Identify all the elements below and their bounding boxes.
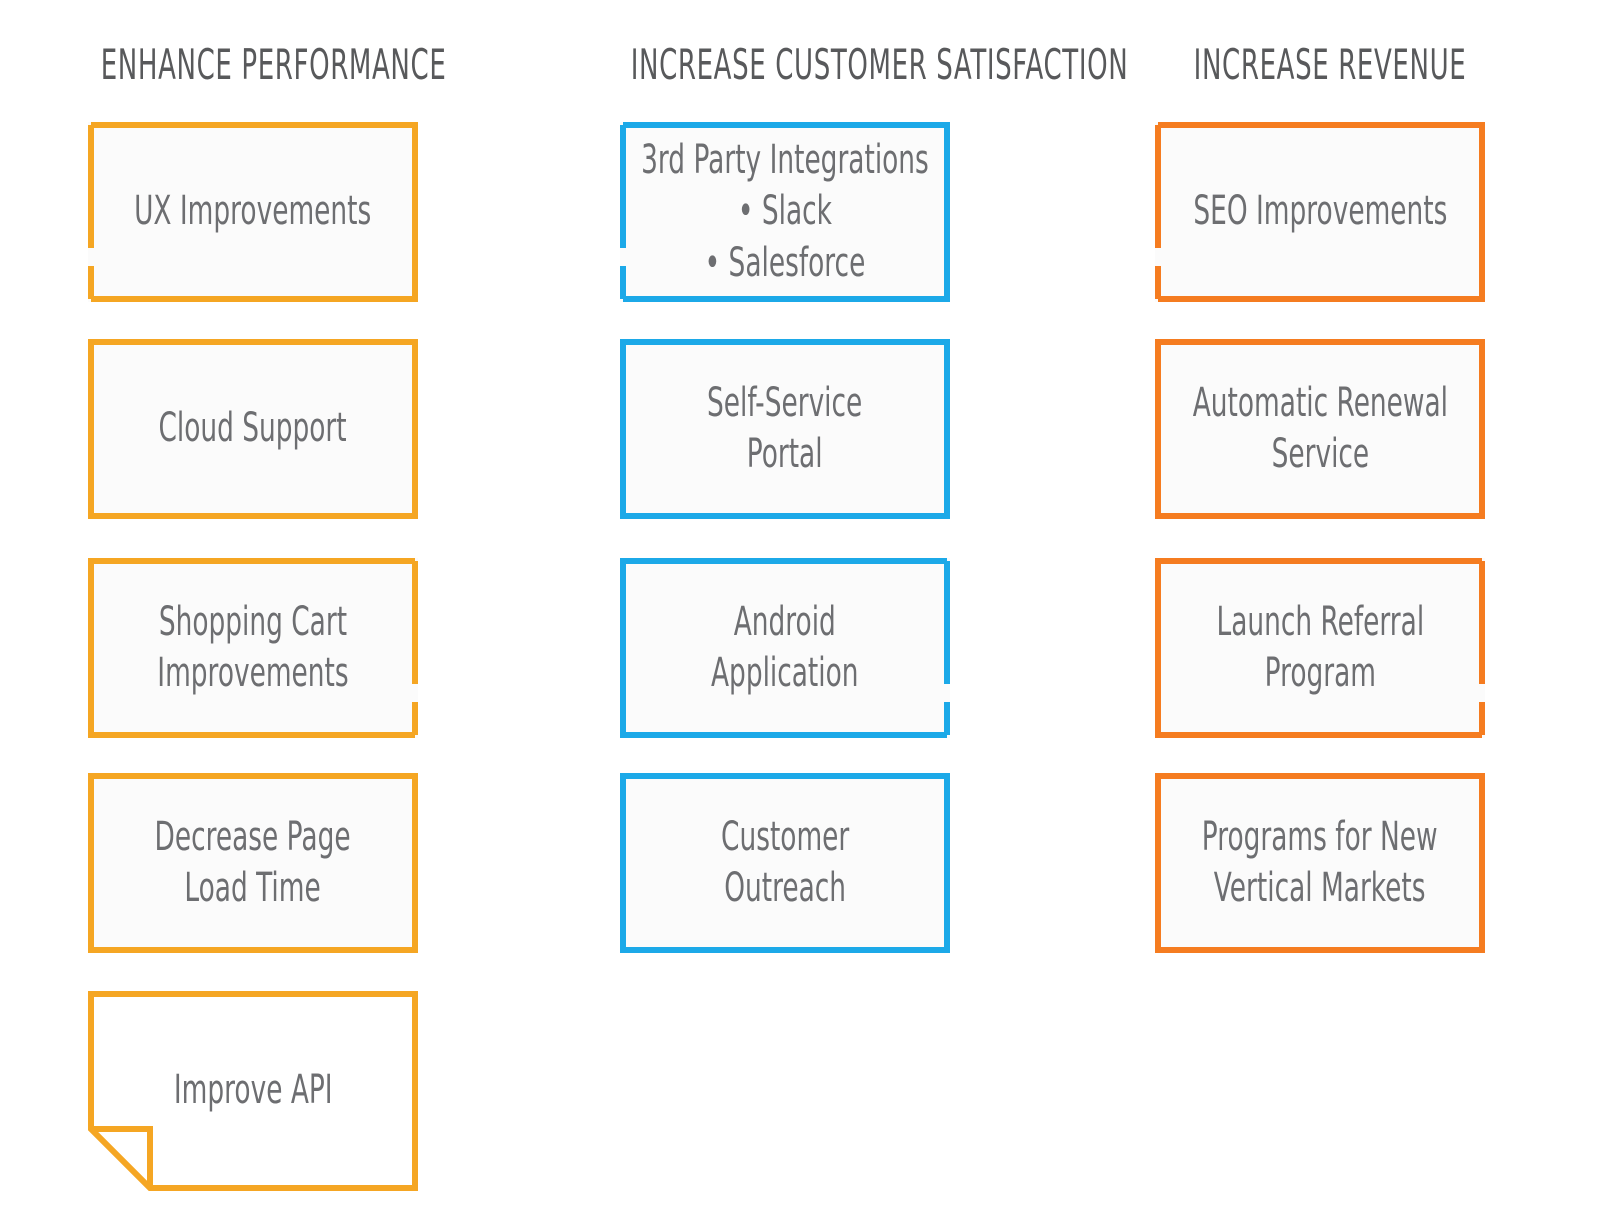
card-label-line: Vertical Markets <box>1214 865 1426 911</box>
column-header-increase-revenue: INCREASE REVENUE <box>1193 40 1467 89</box>
card-label-line: 3rd Party Integrations <box>641 137 929 184</box>
card-bullet-item: • Salesforce <box>704 239 866 286</box>
column-header-enhance-performance: ENHANCE PERFORMANCE <box>100 40 447 89</box>
card-label-line: Shopping Cart <box>158 598 348 645</box>
card-label-line: SEO Improvements <box>1193 188 1447 235</box>
card-label-line: Cloud Support <box>158 405 348 452</box>
card-label-line: Outreach <box>724 865 846 911</box>
card-label-line: Self-Service <box>707 379 863 426</box>
card-label-line: Decrease Page <box>154 813 352 860</box>
card-cloud-support[interactable]: Cloud Support <box>88 339 418 519</box>
card-label: SEO Improvements <box>1193 186 1447 237</box>
card-label-line: Android <box>733 598 837 645</box>
card-improve-api[interactable]: Improve API <box>88 991 418 1191</box>
card-label: 3rd Party Integrations• Slack• Salesforc… <box>641 135 929 289</box>
card-label-line: Load Time <box>184 865 322 911</box>
card-label-line: Application <box>711 650 859 696</box>
card-label-line: Portal <box>747 431 823 477</box>
card-label-line: UX Improvements <box>134 188 372 235</box>
card-label: UX Improvements <box>134 186 371 237</box>
card-seo-improvements[interactable]: SEO Improvements <box>1155 122 1485 302</box>
card-label-line: Program <box>1264 650 1376 696</box>
card-label-line: Improvements <box>157 650 349 696</box>
column-header-increase-customer-satisfaction: INCREASE CUSTOMER SATISFACTION <box>630 40 1129 89</box>
card-label: Cloud Support <box>159 403 347 454</box>
card-bullet-item: • Slack <box>737 188 833 235</box>
card-label-line: Automatic Renewal <box>1192 379 1448 426</box>
card-label-line: Launch Referral <box>1216 598 1424 645</box>
card-label-line: Programs for New <box>1202 813 1438 860</box>
card-label-line: Service <box>1271 431 1369 477</box>
card-ux-improvements[interactable]: UX Improvements <box>88 122 418 302</box>
column-increase-customer-satisfaction: INCREASE CUSTOMER SATISFACTION 3rd Party… <box>530 0 1129 1219</box>
card-label: Improve API <box>174 1065 333 1116</box>
card-label-line: Improve API <box>173 1067 333 1114</box>
card-3rd-party-integrations[interactable]: 3rd Party Integrations• Slack• Salesforc… <box>620 122 950 302</box>
card-label-line: Customer <box>720 813 850 860</box>
